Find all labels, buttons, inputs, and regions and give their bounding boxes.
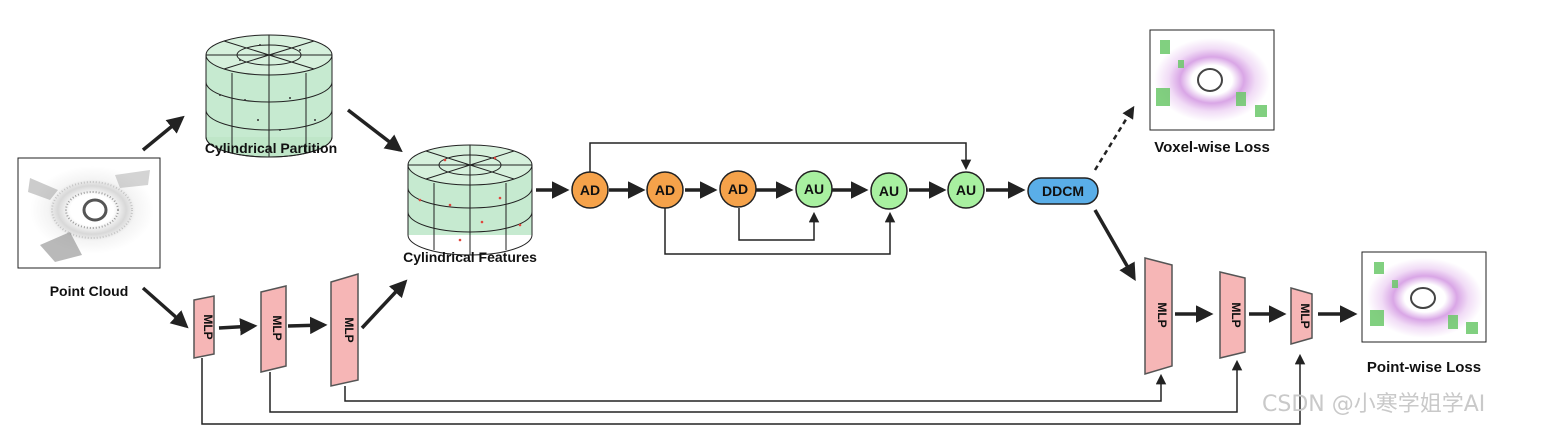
ddcm-node: DDCM bbox=[1027, 177, 1099, 205]
voxel-output-image bbox=[1149, 29, 1275, 131]
ad-node-3: AD bbox=[719, 170, 757, 208]
ad-node-1: AD bbox=[571, 171, 609, 209]
svg-text:AU: AU bbox=[956, 182, 976, 198]
watermark: CSDN @小寒学姐学AI bbox=[1262, 392, 1485, 417]
cylindrical-features-label: Cylindrical Features bbox=[403, 249, 537, 265]
ad-node-2: AD bbox=[646, 171, 684, 209]
point-cloud-image bbox=[17, 157, 161, 269]
svg-text:MLP: MLP bbox=[1229, 302, 1243, 327]
cylindrical-partition-cylinder bbox=[205, 34, 333, 158]
svg-text:AU: AU bbox=[879, 183, 899, 199]
svg-text:MLP: MLP bbox=[201, 314, 215, 339]
skip-connections bbox=[201, 142, 1306, 425]
svg-text:MLP: MLP bbox=[270, 315, 284, 340]
point-output-image bbox=[1361, 251, 1487, 343]
mlp-block-1: MLP bbox=[193, 295, 215, 359]
voxel-loss-dashed-arrow bbox=[1093, 105, 1135, 171]
mlp-block-2: MLP bbox=[260, 285, 287, 373]
svg-text:AD: AD bbox=[728, 181, 748, 197]
flow-arrows bbox=[141, 108, 1358, 336]
au-node-1: AU bbox=[795, 170, 833, 208]
point-cloud-label: Point Cloud bbox=[50, 283, 129, 299]
voxel-loss-label: Voxel-wise Loss bbox=[1154, 139, 1270, 156]
svg-text:AD: AD bbox=[655, 182, 675, 198]
mlp-block-6: MLP bbox=[1290, 287, 1313, 345]
point-loss-label: Point-wise Loss bbox=[1367, 359, 1481, 376]
svg-text:MLP: MLP bbox=[342, 317, 356, 342]
cylindrical-partition-label: Cylindrical Partition bbox=[205, 140, 337, 156]
au-node-2: AU bbox=[870, 172, 908, 210]
cylindrical-features-cylinder bbox=[407, 144, 533, 256]
svg-text:AD: AD bbox=[580, 182, 600, 198]
svg-text:MLP: MLP bbox=[1298, 303, 1312, 328]
mlp-block-3: MLP bbox=[330, 272, 359, 387]
mlp-block-5: MLP bbox=[1219, 271, 1246, 359]
mlp-block-4: MLP bbox=[1144, 257, 1173, 376]
svg-text:MLP: MLP bbox=[1155, 302, 1169, 327]
svg-text:DDCM: DDCM bbox=[1042, 183, 1084, 199]
au-node-3: AU bbox=[947, 171, 985, 209]
svg-text:AU: AU bbox=[804, 181, 824, 197]
